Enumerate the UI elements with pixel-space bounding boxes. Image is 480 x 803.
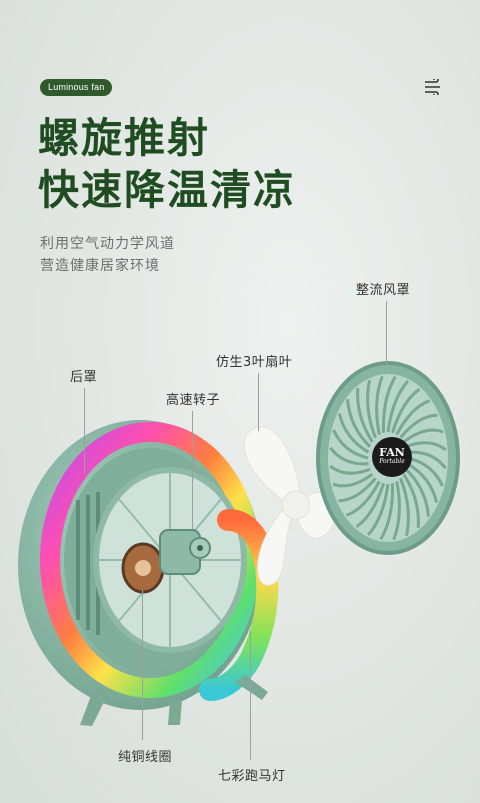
lead-coil xyxy=(142,590,143,740)
rgb-ring-front xyxy=(199,509,279,701)
lead-rgb xyxy=(250,630,251,760)
callout-coil: 纯铜线圈 xyxy=(118,750,173,765)
grille-spoke xyxy=(366,379,377,439)
menu-wind-icon[interactable] xyxy=(424,79,442,95)
grille-spoke xyxy=(332,473,374,488)
grille-spoke xyxy=(355,482,385,529)
callout-grille: 整流风罩 xyxy=(356,283,411,298)
grille-spoke xyxy=(395,399,431,436)
lead-grille xyxy=(386,301,387,365)
grille-spoke xyxy=(399,413,438,439)
grille-spoke xyxy=(345,480,381,517)
grille-spoke xyxy=(392,481,401,541)
lead-rear-cover xyxy=(84,388,85,474)
grille-spoke xyxy=(381,375,397,433)
grille-spoke xyxy=(402,428,444,443)
subtitle: 利用空气动力学风道 营造健康居家环境 xyxy=(40,233,175,277)
grille-spoke xyxy=(386,379,410,433)
fan-logo-main: FAN xyxy=(379,446,405,459)
grille-spoke xyxy=(356,387,374,443)
grille-spoke xyxy=(407,456,444,487)
callout-rgb: 七彩跑马灯 xyxy=(218,769,286,784)
callout-blade: 仿生3叶扇叶 xyxy=(216,355,293,370)
grille-spoke xyxy=(391,387,421,434)
grille-spoke xyxy=(338,477,377,503)
lead-blade xyxy=(258,373,259,431)
headline-line1: 螺旋推射 xyxy=(38,114,210,162)
grille-spoke xyxy=(366,483,390,537)
fan-logo-sub: Portable xyxy=(379,458,405,465)
subtitle-line1: 利用空气动力学风道 xyxy=(40,236,175,252)
grille-spoke xyxy=(404,468,430,517)
fan-logo: FAN Portable xyxy=(372,437,412,477)
grille-spoke xyxy=(346,399,372,448)
subtitle-line2: 营造健康居家环境 xyxy=(40,258,160,274)
callout-rotor: 高速转子 xyxy=(166,393,221,408)
lead-rotor xyxy=(192,411,193,529)
legs xyxy=(80,675,268,726)
headline-line2: 快速降温清凉 xyxy=(38,166,296,214)
callout-rear-cover: 后罩 xyxy=(70,370,98,385)
grille-spoke xyxy=(329,446,369,466)
grille-spoke xyxy=(329,464,371,475)
headline: 螺旋推射 快速降温清凉 xyxy=(38,112,296,216)
grille-spoke xyxy=(379,483,395,541)
grille-spoke xyxy=(402,473,420,529)
grille-spoke xyxy=(337,413,370,454)
grille-spoke xyxy=(375,375,384,435)
grille-spoke xyxy=(405,441,447,452)
front-grille-spokes xyxy=(329,375,447,541)
grille-spoke xyxy=(332,429,369,460)
grille-spoke xyxy=(406,462,439,503)
grille-spoke xyxy=(399,477,410,537)
rgb-ring-rear xyxy=(40,422,260,698)
brand-badge: Luminous fan xyxy=(40,79,113,96)
